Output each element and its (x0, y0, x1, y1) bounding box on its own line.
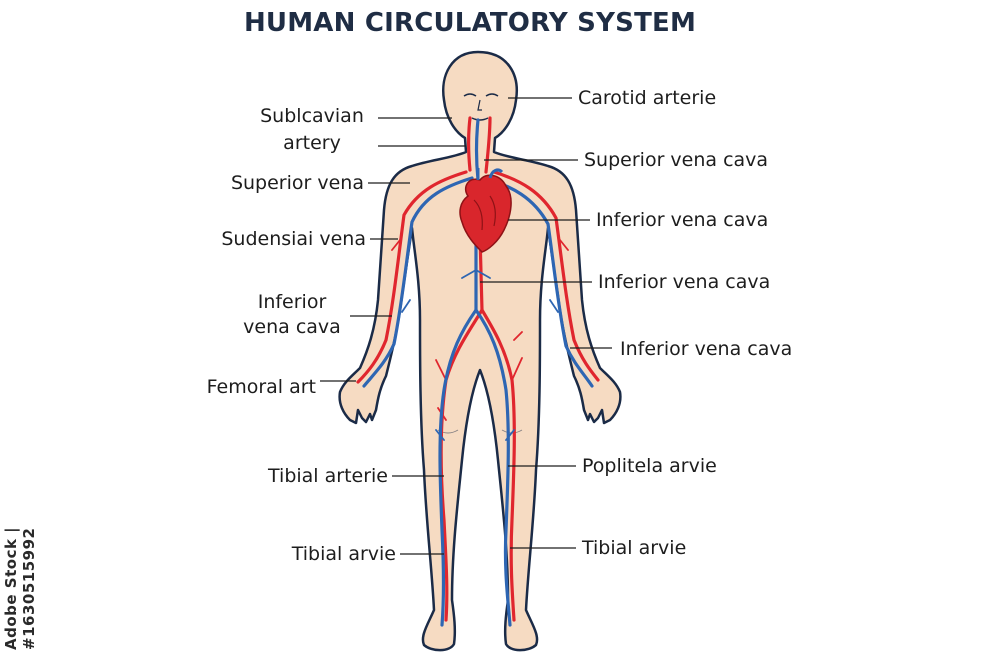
heart-detail (473, 195, 496, 231)
label-tibial-arterie: Tibial arterie (268, 465, 388, 487)
label-carotid-arterie: Carotid arterie (578, 87, 717, 109)
label-inferior-vena-cava-2: Inferior vena cava (598, 271, 771, 293)
vein-leg-right (474, 308, 512, 627)
artery-leg-right (480, 308, 516, 622)
face-mouth (471, 117, 489, 121)
artery-neck-left (466, 116, 472, 172)
diagram-title: HUMAN CIRCULATORY SYSTEM (243, 8, 697, 38)
label-subclavian-line2: artery (283, 132, 341, 154)
face-eyes (463, 93, 499, 97)
label-femoral-art: Femoral art (206, 376, 316, 398)
label-poplitela-arvie: Poplitela arvie (582, 455, 717, 477)
heart (459, 168, 512, 253)
label-inferior-vena-cava-3: Inferior vena cava (620, 338, 793, 360)
label-tibial-arvie-left: Tibial arvie (291, 543, 396, 565)
label-sudensiai-vena: Sudensiai vena (221, 228, 366, 250)
label-inferior-vena-cava-1: Inferior vena cava (596, 209, 769, 231)
label-subclavian-line1: Sublcavian (260, 105, 364, 127)
stock-watermark: Adobe Stock | #1630515992 (2, 526, 38, 650)
label-superior-vena: Superior vena (230, 172, 364, 194)
leader-lines (320, 97, 612, 555)
label-inferior-line1: Inferior (257, 291, 327, 313)
artery-neck-right (484, 116, 492, 174)
artery-arm-right (492, 170, 600, 382)
heart-shape (459, 174, 512, 253)
vein-arm-left (362, 176, 474, 388)
label-tibial-arvie-right: Tibial arvie (582, 537, 687, 559)
label-superior-vena-cava: Superior vena cava (584, 149, 769, 171)
heart-vessels (476, 168, 504, 180)
artery-arm-left (356, 170, 468, 384)
label-inferior-line2: vena cava (243, 316, 341, 338)
vein-vena-cava (438, 178, 478, 627)
veins (362, 118, 594, 627)
vein-arm-right (482, 176, 594, 388)
vein-branches (401, 269, 559, 441)
face-nose (477, 99, 482, 111)
body-silhouette (338, 50, 622, 652)
body-outline (338, 50, 622, 652)
